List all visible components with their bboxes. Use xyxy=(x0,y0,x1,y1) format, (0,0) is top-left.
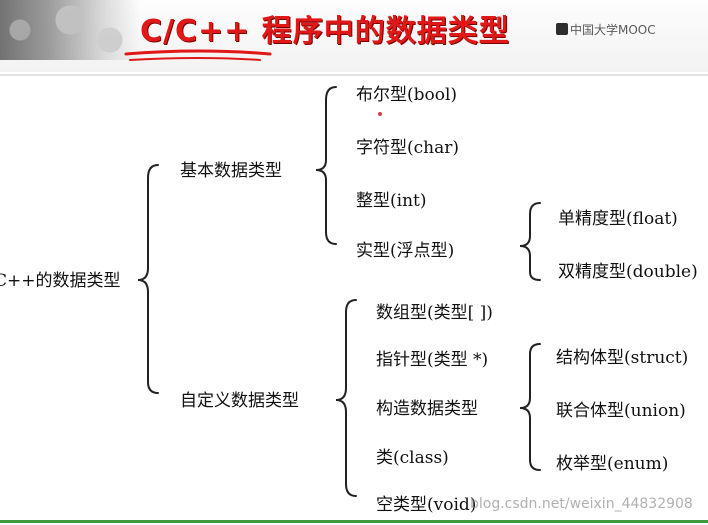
watermark: blog.csdn.net/weixin_44832908 xyxy=(470,496,693,512)
brand-logo: 中国大学MOOC xyxy=(556,20,656,38)
basic-types-label: 基本数据类型 xyxy=(180,161,282,181)
basic-brace xyxy=(315,86,337,245)
real-type-double: 双精度型(double) xyxy=(558,262,698,282)
mooc-logo-icon xyxy=(556,23,568,35)
pointer-mark xyxy=(378,112,382,116)
custom-item-constructed: 构造数据类型 xyxy=(376,399,478,419)
root-brace xyxy=(137,164,159,394)
basic-item-char: 字符型(char) xyxy=(356,138,459,158)
real-type-float: 单精度型(float) xyxy=(558,209,678,229)
constructed-struct: 结构体型(struct) xyxy=(556,348,689,368)
header-rule xyxy=(0,74,708,76)
constructed-union: 联合体型(union) xyxy=(556,401,686,421)
custom-item-void: 空类型(void) xyxy=(376,495,477,515)
constructed-enum: 枚举型(enum) xyxy=(556,454,669,474)
basic-item-int: 整型(int) xyxy=(356,191,427,211)
header-decoration xyxy=(0,0,140,60)
slide-header: C/C++ 程序中的数据类型 中国大学MOOC xyxy=(0,0,708,72)
title-underline xyxy=(124,49,272,61)
custom-types-label: 自定义数据类型 xyxy=(180,391,299,411)
constructed-brace xyxy=(519,343,541,471)
custom-item-array: 数组型(类型[ ]) xyxy=(376,303,493,323)
real-brace xyxy=(519,202,541,281)
custom-item-pointer: 指针型(类型 *) xyxy=(376,350,489,370)
basic-item-real: 实型(浮点型) xyxy=(356,241,455,261)
custom-brace xyxy=(335,299,357,497)
basic-item-bool: 布尔型(bool) xyxy=(356,85,458,105)
brand-text: 中国大学MOOC xyxy=(570,22,656,37)
root-label: C++的数据类型 xyxy=(0,271,121,291)
slide-title: C/C++ 程序中的数据类型 xyxy=(140,14,510,49)
footer-rule xyxy=(0,520,708,523)
custom-item-class: 类(class) xyxy=(376,448,449,468)
